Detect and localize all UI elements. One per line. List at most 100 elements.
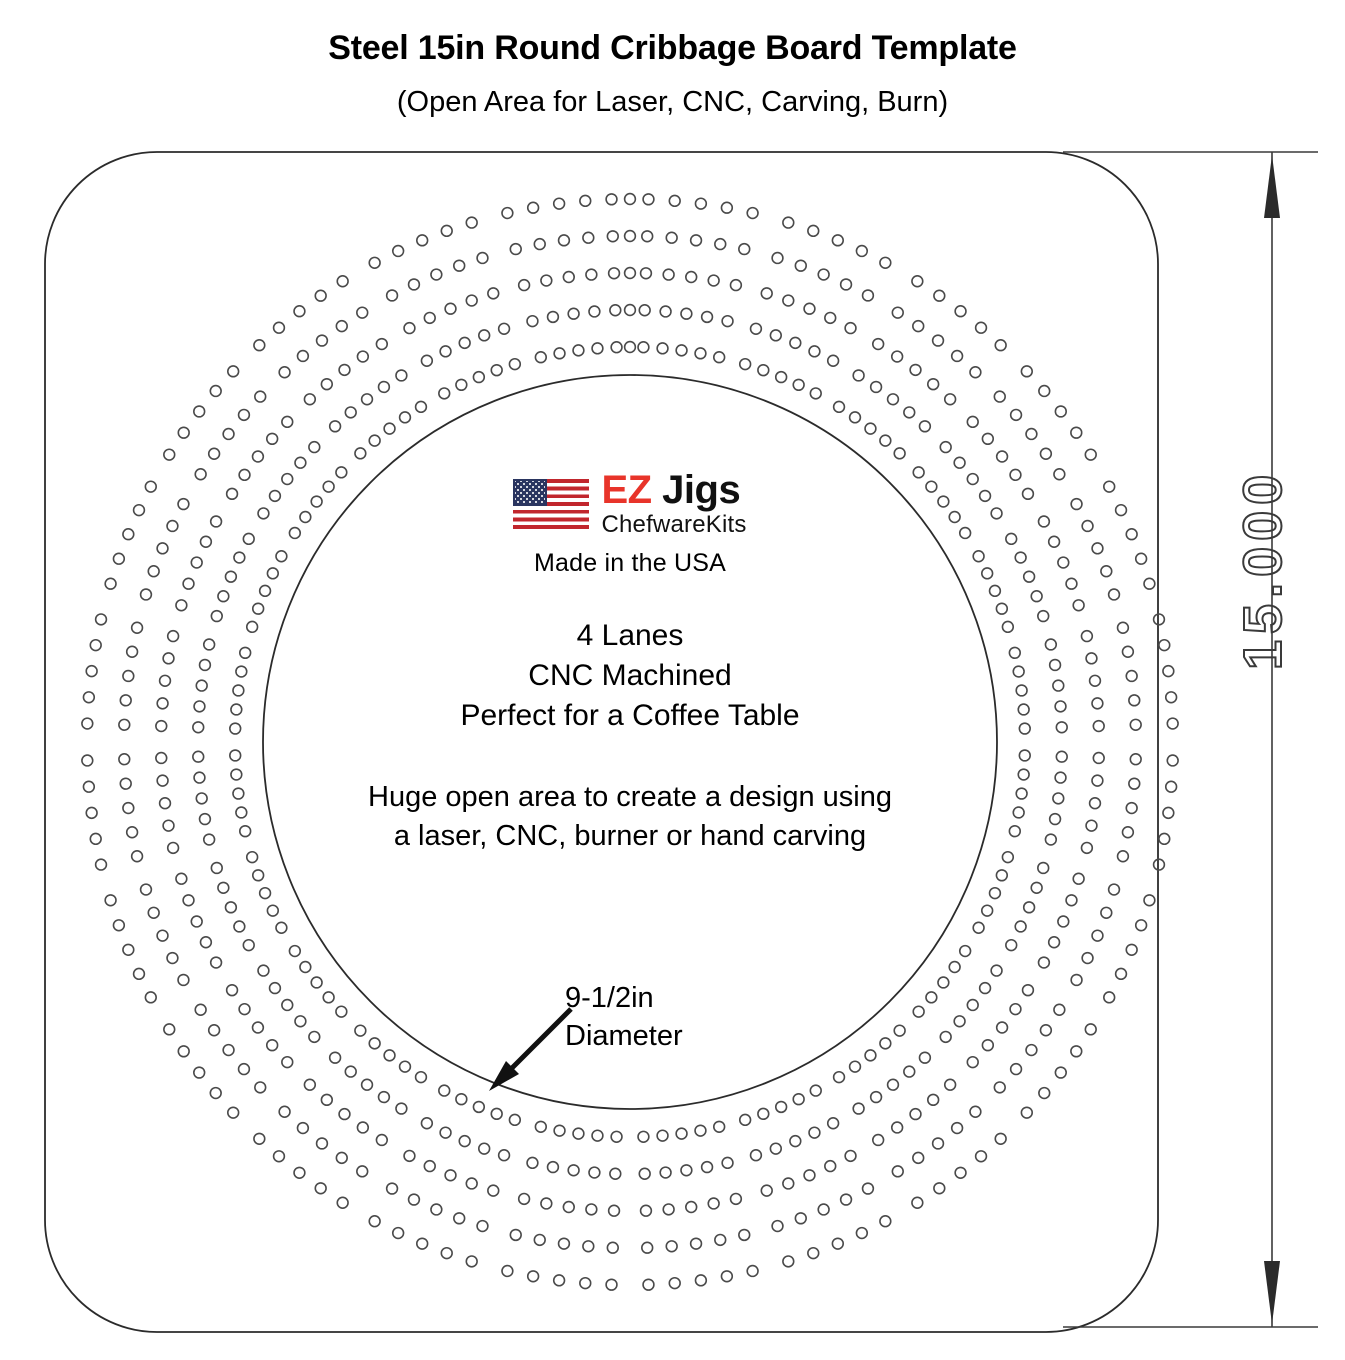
peg-hole: [356, 1165, 369, 1178]
peg-hole: [1158, 638, 1171, 652]
peg-hole: [995, 869, 1009, 882]
peg-hole: [1030, 589, 1043, 603]
peg-hole: [233, 551, 246, 564]
peg-hole: [948, 960, 961, 974]
description-text: Huge open area to create a design using …: [300, 778, 960, 856]
peg-hole: [939, 440, 952, 454]
peg-hole: [245, 620, 259, 634]
peg-hole: [582, 1240, 595, 1253]
peg-hole: [314, 289, 327, 302]
peg-hole: [567, 1164, 580, 1177]
peg-hole: [831, 234, 844, 247]
peg-hole: [794, 259, 807, 272]
peg-hole: [665, 1240, 678, 1253]
peg-hole: [125, 826, 139, 839]
peg-hole: [175, 872, 188, 885]
peg-hole: [268, 981, 282, 995]
peg-hole: [749, 1149, 763, 1162]
page-subtitle: (Open Area for Laser, CNC, Carving, Burn…: [396, 86, 949, 119]
peg-hole: [808, 345, 821, 358]
peg-hole: [1162, 806, 1175, 820]
brand-name-line: EZ Jigs: [601, 470, 740, 510]
peg-hole: [1162, 664, 1175, 678]
peg-hole: [1152, 613, 1166, 626]
peg-hole: [322, 991, 335, 1004]
peg-hole: [414, 400, 428, 414]
peg-hole: [826, 354, 840, 367]
peg-hole: [1129, 718, 1142, 731]
peg-hole: [190, 556, 203, 569]
peg-hole: [1048, 658, 1062, 672]
peg-hole: [607, 1204, 621, 1217]
peg-hole: [1038, 1086, 1051, 1100]
diameter-label: Diameter: [565, 1019, 683, 1052]
peg-hole: [147, 906, 160, 919]
peg-hole: [694, 347, 707, 360]
peg-hole: [950, 1121, 964, 1135]
peg-hole: [807, 224, 820, 238]
peg-hole: [572, 344, 585, 357]
peg-hole: [659, 305, 672, 318]
peg-hole: [1070, 426, 1083, 439]
peg-hole: [1103, 991, 1116, 1004]
peg-hole: [403, 321, 416, 335]
peg-hole: [760, 1184, 773, 1197]
peg-hole: [1100, 565, 1113, 578]
peg-hole: [278, 1105, 291, 1118]
peg-hole: [438, 1084, 451, 1097]
peg-hole: [1070, 973, 1083, 987]
peg-hole: [1125, 527, 1138, 541]
peg-hole: [416, 1237, 429, 1250]
brand-jigs: Jigs: [651, 468, 741, 512]
peg-hole: [266, 904, 280, 917]
peg-hole: [972, 550, 985, 563]
peg-hole: [808, 1126, 821, 1139]
peg-hole: [926, 377, 940, 391]
peg-hole: [1020, 365, 1034, 378]
peg-hole: [1053, 468, 1066, 481]
peg-hole: [1052, 792, 1065, 805]
peg-hole: [199, 535, 213, 548]
peg-hole: [864, 1049, 877, 1062]
peg-hole: [478, 1142, 491, 1155]
peg-hole: [890, 1121, 904, 1134]
peg-hole: [720, 1270, 734, 1283]
start-hole: [623, 266, 637, 280]
peg-hole: [265, 1038, 279, 1052]
title-block: Steel 15in Round Cribbage Board Template…: [0, 0, 1345, 119]
peg-hole: [403, 1149, 416, 1163]
peg-hole: [368, 434, 381, 447]
peg-hole: [1017, 703, 1030, 716]
peg-hole: [909, 363, 922, 377]
peg-hole: [832, 400, 846, 414]
ring-3: [155, 267, 1105, 1217]
peg-hole: [132, 503, 146, 517]
peg-hole: [1158, 832, 1171, 846]
peg-hole: [1072, 599, 1085, 612]
peg-hole: [1081, 951, 1094, 965]
peg-hole: [771, 1219, 784, 1233]
peg-hole: [1044, 833, 1058, 846]
peg-hole: [476, 1219, 489, 1233]
peg-hole: [239, 646, 252, 660]
peg-hole: [665, 231, 678, 244]
peg-hole: [308, 440, 321, 454]
peg-hole: [209, 515, 223, 528]
peg-hole: [1084, 1023, 1097, 1036]
peg-hole: [344, 406, 357, 419]
peg-hole: [122, 669, 135, 683]
peg-hole: [497, 1149, 511, 1162]
peg-hole: [377, 380, 391, 394]
peg-hole: [162, 652, 175, 665]
peg-hole: [852, 369, 865, 382]
peg-hole: [641, 1241, 654, 1254]
peg-hole: [953, 1015, 966, 1028]
peg-hole: [377, 1090, 391, 1104]
peg-hole: [192, 721, 205, 734]
peg-hole: [1070, 1045, 1083, 1058]
peg-hole: [193, 771, 206, 784]
peg-hole: [585, 268, 598, 281]
peg-hole: [407, 278, 421, 291]
peg-hole: [641, 230, 654, 243]
